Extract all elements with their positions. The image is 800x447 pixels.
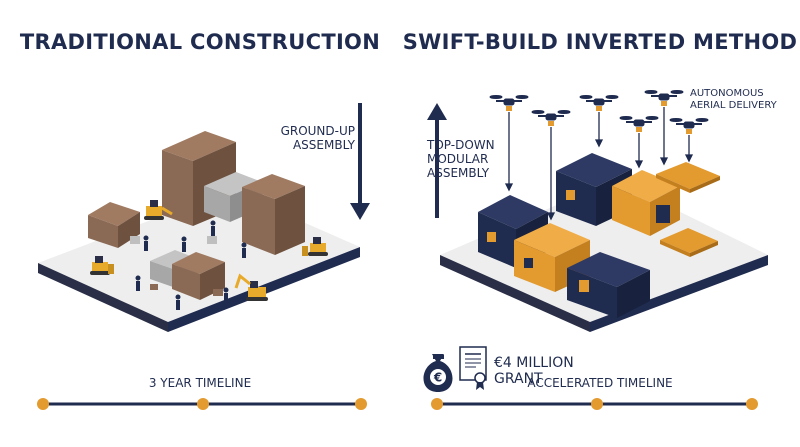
aerial-delivery-label: AUTONOMOUS AERIAL DELIVERY [690, 88, 777, 112]
timeline-marker [431, 398, 443, 410]
grant-label-line2: GRANT [494, 371, 543, 387]
ground-up-arrow-icon [350, 103, 370, 220]
top-down-assembly-label: TOP-DOWN MODULAR ASSEMBLY [427, 138, 495, 180]
swift-build-platform [440, 180, 768, 332]
aerial-label-line1: AUTONOMOUS [690, 88, 764, 99]
timeline-marker [746, 398, 758, 410]
brick-building-lower [172, 252, 225, 300]
worker-figure [143, 235, 149, 251]
drone-icon [579, 95, 619, 111]
brick-building-right-tall [242, 174, 305, 255]
ground-up-label-line1: GROUND-UP [280, 124, 355, 138]
drones [489, 90, 709, 134]
worker-figure [181, 236, 187, 252]
worker-figure [175, 294, 181, 310]
module-orange-right [612, 170, 680, 236]
ground-up-assembly-label: GROUND-UP ASSEMBLY [240, 124, 355, 152]
drone-icon [644, 90, 684, 106]
workers [135, 220, 247, 310]
drone-icon [619, 116, 659, 132]
drone-icon [669, 118, 709, 134]
accelerated-timeline [431, 398, 758, 410]
grant-label: €4 MILLION GRANT [494, 355, 574, 387]
excavator-icon [144, 200, 173, 220]
bulldozer-icon-right [302, 237, 328, 256]
worker-figure [241, 242, 247, 258]
worker-figure [135, 275, 141, 291]
money-bag-icon: € [423, 354, 453, 392]
aerial-label-line2: AERIAL DELIVERY [690, 100, 777, 111]
floor-panel-top-right [656, 162, 720, 193]
top-down-label-line3: ASSEMBLY [427, 166, 490, 180]
top-down-arrow-icon [427, 103, 447, 218]
drone-drop-arrows [504, 107, 694, 221]
traditional-timeline-label: 3 YEAR TIMELINE [148, 376, 252, 390]
material-pallets [130, 236, 223, 296]
worker-figure [223, 287, 229, 303]
grant-label-line1: €4 MILLION [494, 355, 574, 371]
drone-icon [489, 95, 529, 111]
timeline-marker [37, 398, 49, 410]
worker-figure [210, 220, 216, 236]
accelerated-timeline-label: ACCELERATED TIMELINE [527, 376, 673, 390]
module-navy-bottom [567, 252, 650, 318]
timeline-marker [197, 398, 209, 410]
top-down-label-line2: MODULAR [427, 152, 489, 166]
traditional-title: TRADITIONAL CONSTRUCTION [19, 30, 381, 54]
brick-building-left [88, 202, 140, 248]
timeline-marker [355, 398, 367, 410]
floor-panel-lower-right [660, 228, 718, 257]
euro-symbol: € [433, 371, 442, 385]
bulldozer-icon-left [90, 256, 114, 275]
crane-excavator-icon [234, 273, 268, 301]
certificate-icon [459, 346, 487, 390]
top-down-label-line1: TOP-DOWN [427, 138, 495, 152]
swift-build-title: SWIFT-BUILD INVERTED METHOD [402, 30, 798, 54]
timeline-marker [591, 398, 603, 410]
ground-up-label-line2: ASSEMBLY [292, 138, 355, 152]
drone-icon [531, 110, 571, 126]
traditional-timeline [37, 398, 367, 410]
